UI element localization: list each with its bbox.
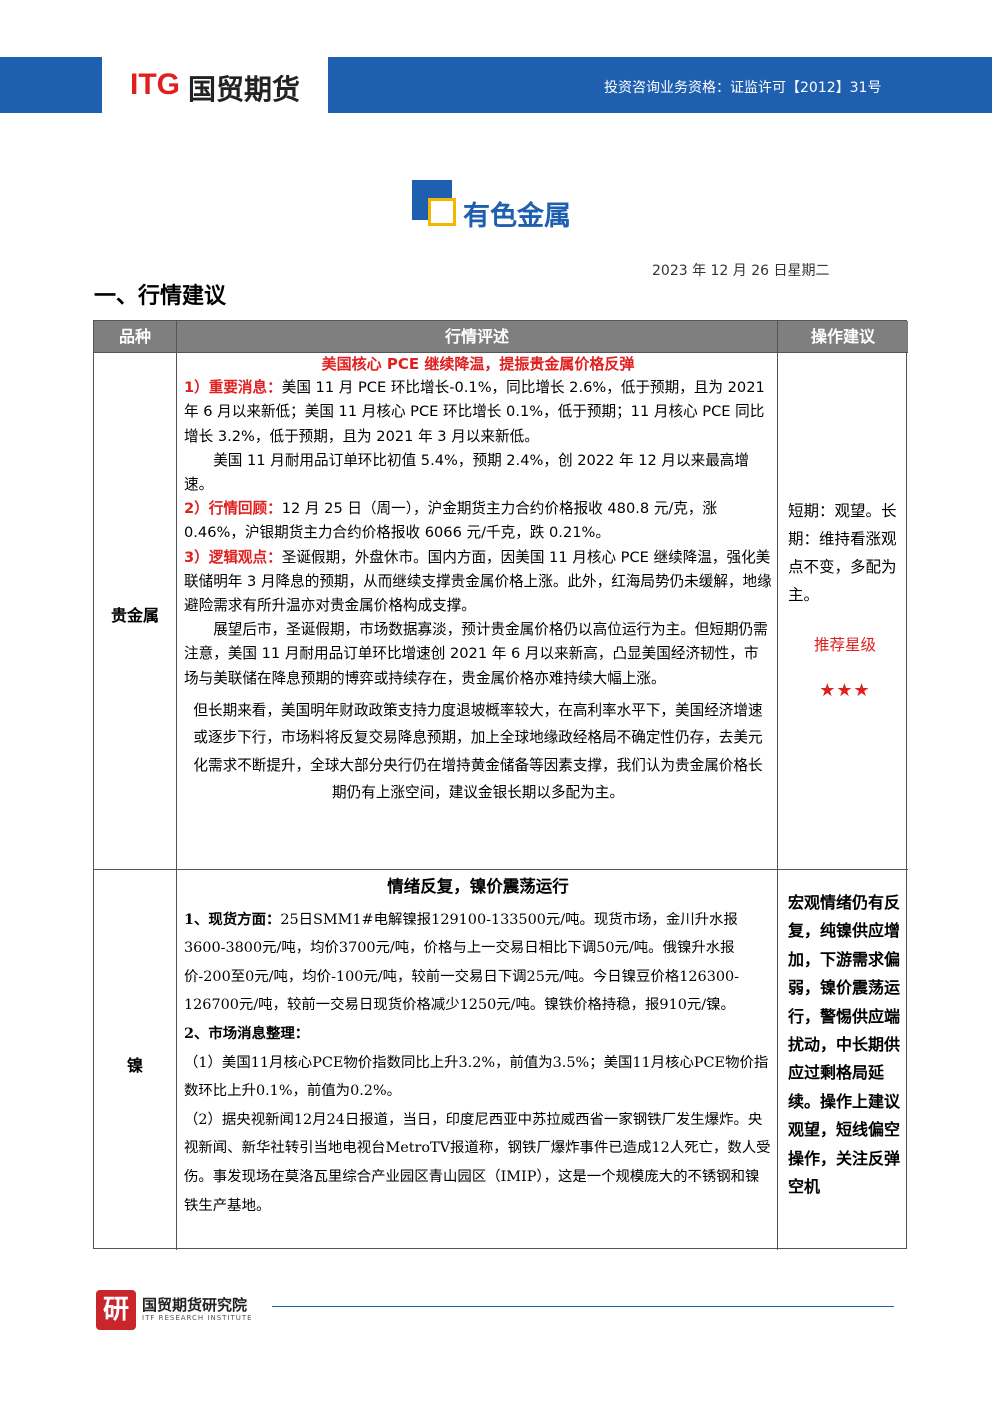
paragraph: （1）美国11月核心PCE物价指数同比上升3.2%，前值为3.5%；美国11月核…	[184, 1054, 769, 1100]
research-institute-subtitle: ITF RESEARCH INSTITUTE	[142, 1314, 253, 1322]
row-divider	[94, 869, 908, 870]
paragraph: 美国 11 月耐用品订单环比初值 5.4%，预期 2.4%，创 2022 年 1…	[184, 451, 749, 494]
paragraph: 1）重要消息：美国 11 月 PCE 环比增长-0.1%，同比增长 2.6%，低…	[184, 376, 772, 449]
paragraph: 1、现货方面：25日SMM1#电解镍报129100-133500元/吨。现货市场…	[184, 906, 772, 1020]
row-divider	[94, 352, 908, 353]
rating-stars: ★★★	[819, 680, 871, 701]
paragraph: 2）行情回顾：12 月 25 日（周一），沪金期货主力合约价格报收 480.8 …	[184, 497, 772, 545]
paragraph: 展望后市，圣诞假期，市场数据寡淡，预计贵金属价格仍以高位运行为主。但短期仍需注意…	[184, 621, 768, 687]
header-left-bar	[0, 57, 102, 113]
footer-divider	[272, 1306, 894, 1307]
operation-text: 短期：观望。长期：维持看涨观点不变，多配为主。	[788, 502, 897, 604]
recommendation-table: 品种 行情评述 操作建议 贵金属 美国核心 PCE 继续降温，提振贵金属价格反弹…	[93, 320, 908, 1250]
page-title: 有色金属	[463, 201, 571, 232]
research-institute-logo: 研	[96, 1290, 136, 1330]
paragraph-label: 1）重要消息：	[184, 379, 282, 397]
column-divider	[176, 321, 177, 1250]
operation-nickel: 宏观情绪仍有反复，纯镍供应增加，下游需求偏弱，镍价震荡运行，警惕供应端扰动，中长…	[788, 893, 901, 1197]
table-header-operation: 操作建议	[778, 321, 908, 352]
variety-nickel: 镍	[126, 1056, 143, 1075]
paragraph-label: 3）逻辑观点：	[184, 548, 282, 566]
paragraph-label: 2）行情回顾：	[184, 500, 282, 518]
rating-label: 推荐星级	[813, 636, 876, 654]
commentary-precious-metals: 美国核心 PCE 继续降温，提振贵金属价格反弹 1）重要消息：美国 11 月 P…	[184, 352, 772, 807]
logo-company-name: 国贸期货	[188, 73, 301, 106]
column-divider	[777, 321, 778, 1250]
paragraph-text: 12 月 25 日（周一），沪金期货主力合约价格报收 480.8 元/克，涨 0…	[184, 500, 718, 542]
paragraph-text: 25日SMM1#电解镍报129100-133500元/吨。现货市场，金川升水报3…	[184, 911, 740, 1014]
title-square-icon	[412, 180, 460, 228]
commentary-title: 情绪反复，镍价震荡运行	[387, 877, 569, 896]
paragraph: 但长期来看，美国明年财政政策支持力度退坡概率较大，在高利率水平下，美国经济增速或…	[193, 701, 763, 802]
license-text: 投资咨询业务资格：证监许可【2012】31号	[604, 80, 882, 96]
paragraph-label: 1、现货方面：	[184, 910, 281, 928]
paragraph-label: 2、市场消息整理：	[184, 1024, 310, 1042]
logo-itg: ITG	[130, 68, 180, 101]
section-heading: 一、行情建议	[94, 284, 227, 309]
table-header-variety: 品种	[94, 321, 176, 352]
paragraph-text: 圣诞假期，外盘休市。国内方面，因美国 11 月核心 PCE 继续降温，强化美联储…	[184, 548, 772, 615]
commentary-nickel: 情绪反复，镍价震荡运行 1、现货方面：25日SMM1#电解镍报129100-13…	[184, 873, 772, 1220]
table-header-commentary: 行情评述	[177, 321, 777, 352]
paragraph-text: 美国 11 月 PCE 环比增长-0.1%，同比增长 2.6%，低于预期，且为 …	[184, 379, 765, 445]
variety-precious-metals: 贵金属	[110, 606, 159, 625]
report-date: 2023 年 12 月 26 日星期二	[652, 263, 830, 279]
paragraph: 3）逻辑观点：圣诞假期，外盘休市。国内方面，因美国 11 月核心 PCE 继续降…	[184, 546, 772, 619]
page-header: ITG 国贸期货 投资咨询业务资格：证监许可【2012】31号	[0, 57, 992, 113]
logo-box	[102, 57, 328, 113]
operation-precious-metals: 短期：观望。长期：维持看涨观点不变，多配为主。 推荐星级 ★★★	[788, 497, 902, 705]
header-right-bar	[328, 57, 992, 113]
commentary-title: 美国核心 PCE 继续降温，提振贵金属价格反弹	[321, 355, 635, 373]
research-institute-name: 国贸期货研究院	[142, 1296, 248, 1314]
paragraph: （2）据央视新闻12月24日报道，当日，印度尼西亚中苏拉威西省一家钢铁厂发生爆炸…	[184, 1111, 771, 1214]
